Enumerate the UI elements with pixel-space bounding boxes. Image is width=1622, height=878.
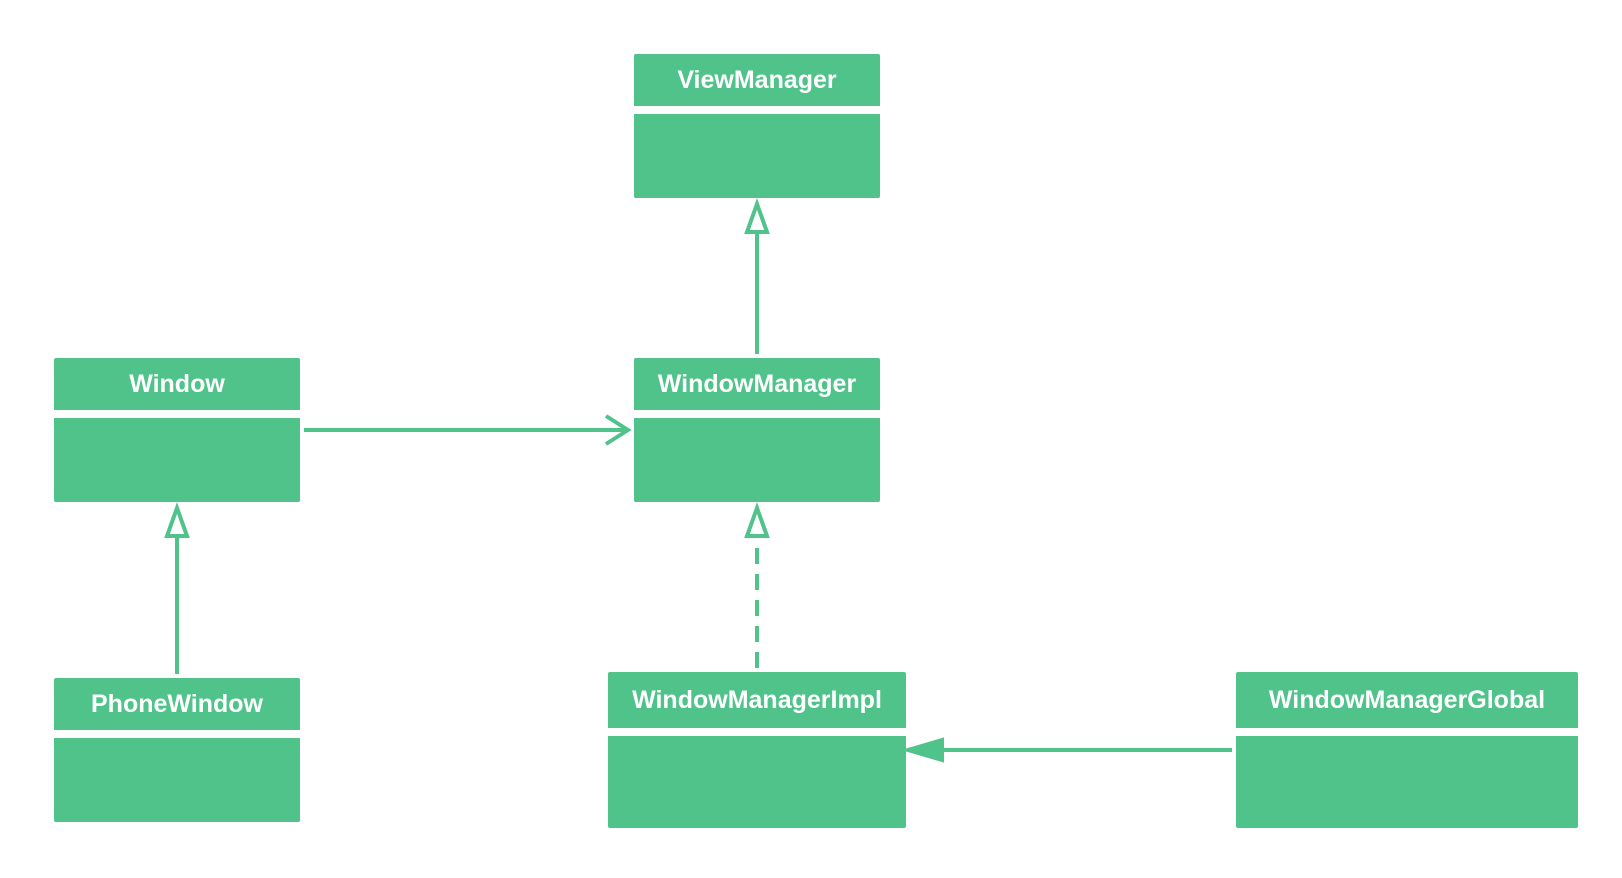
class-viewmanager[interactable]: ViewManager — [634, 54, 880, 198]
class-members — [1236, 736, 1578, 828]
edge-windowmanagerglobal-windowmanagerimpl — [900, 737, 1232, 763]
hollow-triangle-arrow-icon — [744, 198, 770, 234]
class-divider — [634, 410, 880, 418]
class-divider — [608, 728, 906, 736]
class-windowmanager[interactable]: WindowManager — [634, 358, 880, 502]
class-members — [608, 736, 906, 828]
class-name: WindowManagerGlobal — [1236, 672, 1578, 728]
class-members — [634, 114, 880, 198]
edge-phonewindow-window — [164, 502, 190, 674]
hollow-triangle-arrow-icon — [164, 502, 190, 538]
class-divider — [634, 106, 880, 114]
edge-window-windowmanager — [304, 414, 632, 446]
class-name: Window — [54, 358, 300, 410]
class-windowmanagerimpl[interactable]: WindowManagerImpl — [608, 672, 906, 828]
edge-windowmanager-viewmanager — [744, 198, 770, 354]
class-name: ViewManager — [634, 54, 880, 106]
edge-windowmanagerimpl-windowmanager — [744, 502, 770, 668]
class-members — [54, 738, 300, 822]
class-divider — [54, 730, 300, 738]
class-window[interactable]: Window — [54, 358, 300, 502]
class-phonewindow[interactable]: PhoneWindow — [54, 678, 300, 822]
open-arrow-icon — [604, 414, 632, 446]
class-divider — [1236, 728, 1578, 736]
class-members — [634, 418, 880, 502]
class-name: PhoneWindow — [54, 678, 300, 730]
class-members — [54, 418, 300, 502]
class-divider — [54, 410, 300, 418]
class-windowmanagerglobal[interactable]: WindowManagerGlobal — [1236, 672, 1578, 828]
class-name: WindowManager — [634, 358, 880, 410]
filled-arrow-icon — [900, 737, 944, 763]
class-name: WindowManagerImpl — [608, 672, 906, 728]
hollow-triangle-arrow-icon — [744, 502, 770, 538]
